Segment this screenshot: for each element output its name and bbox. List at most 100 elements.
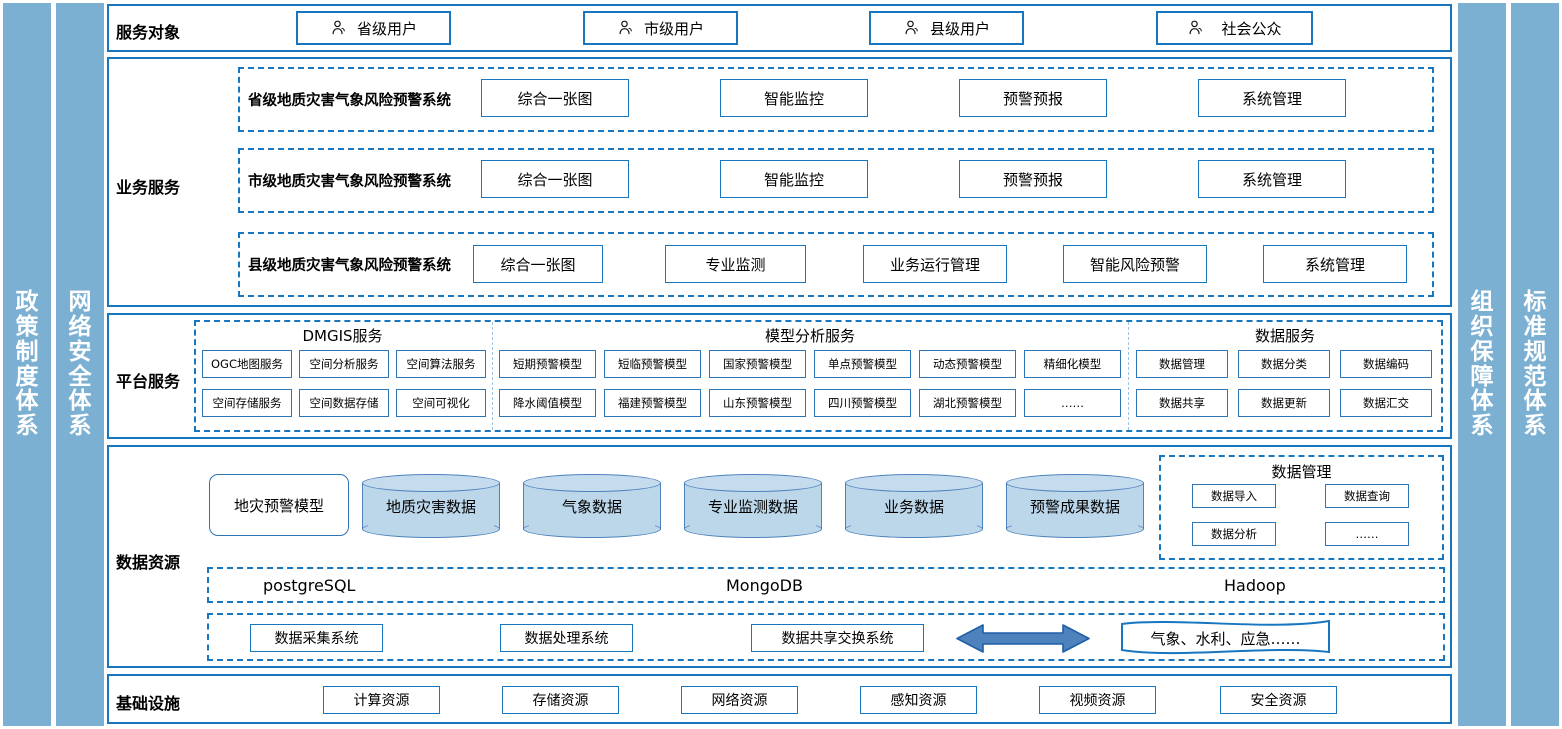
data-cylinder-warning-result-label: 预警成果数据 [1029, 497, 1120, 516]
service-object-provincial-label: 省级用户 [356, 19, 417, 38]
cylinder-top [362, 474, 500, 492]
platform-model-1[interactable]: 短临预警模型 [604, 350, 701, 378]
double-arrow-icon [955, 622, 1091, 655]
service-object-municipal-label: 市级用户 [643, 19, 704, 38]
business-row-county-system: 县级地质灾害气象风险预警系统 [243, 250, 471, 278]
sidebar-standard-spec-label: 标准规范体系 [1523, 289, 1547, 440]
data-management-import[interactable]: 数据导入 [1192, 484, 1276, 508]
business-module-provincial-0[interactable]: 综合一张图 [481, 79, 629, 117]
business-module-county-1[interactable]: 专业监测 [665, 245, 806, 283]
data-management-analysis[interactable]: 数据分析 [1192, 522, 1276, 546]
data-cylinder-monitoring[interactable]: 专业监测数据 [684, 474, 822, 538]
platform-dataservice-3[interactable]: 数据共享 [1136, 389, 1228, 417]
pipeline-processing-system[interactable]: 数据处理系统 [500, 624, 633, 652]
business-module-county-3[interactable]: 智能风险预警 [1063, 245, 1207, 283]
data-resource-model-box[interactable]: 地灾预警模型 [209, 474, 349, 536]
infrastructure-sensing[interactable]: 感知资源 [860, 686, 977, 714]
service-object-public[interactable]: 社会公众 [1156, 11, 1313, 45]
platform-dataservice-2[interactable]: 数据编码 [1340, 350, 1432, 378]
business-module-provincial-2[interactable]: 预警预报 [959, 79, 1107, 117]
infrastructure-network[interactable]: 网络资源 [681, 686, 798, 714]
service-object-public-label: 社会公众 [1221, 19, 1282, 38]
platform-dataservice-0[interactable]: 数据管理 [1136, 350, 1228, 378]
service-object-county[interactable]: 县级用户 [869, 11, 1024, 45]
person-icon [330, 19, 348, 37]
platform-dmgis-0[interactable]: OGC地图服务 [202, 350, 292, 378]
platform-model-5[interactable]: 精细化模型 [1024, 350, 1121, 378]
platform-dmgis-1[interactable]: 空间分析服务 [299, 350, 389, 378]
cylinder-bottom [1006, 520, 1144, 538]
platform-group-dmgis-title: DMGIS服务 [302, 327, 383, 345]
platform-model-7[interactable]: 福建预警模型 [604, 389, 701, 417]
platform-model-0[interactable]: 短期预警模型 [499, 350, 596, 378]
sidebar-standard-spec: 标准规范体系 [1511, 3, 1559, 726]
pipeline-collection-system[interactable]: 数据采集系统 [250, 624, 383, 652]
platform-dataservice-4[interactable]: 数据更新 [1238, 389, 1330, 417]
platform-model-2[interactable]: 国家预警模型 [709, 350, 806, 378]
business-module-municipal-1[interactable]: 智能监控 [720, 160, 868, 198]
business-module-provincial-3[interactable]: 系统管理 [1198, 79, 1346, 117]
platform-model-8[interactable]: 山东预警模型 [709, 389, 806, 417]
platform-groups-container [194, 320, 1443, 432]
business-module-municipal-0[interactable]: 综合一张图 [481, 160, 629, 198]
business-row-county [238, 232, 1434, 297]
data-cylinder-monitoring-label: 专业监测数据 [707, 497, 798, 516]
infrastructure-security[interactable]: 安全资源 [1220, 686, 1337, 714]
business-row-municipal [238, 148, 1434, 213]
platform-dmgis-3[interactable]: 空间存储服务 [202, 389, 292, 417]
business-module-county-2[interactable]: 业务运行管理 [863, 245, 1007, 283]
service-object-provincial[interactable]: 省级用户 [296, 11, 451, 45]
platform-dmgis-2[interactable]: 空间算法服务 [396, 350, 486, 378]
data-management-title: 数据管理 [1271, 463, 1332, 481]
business-module-county-0[interactable]: 综合一张图 [473, 245, 603, 283]
business-module-municipal-2[interactable]: 预警预报 [959, 160, 1107, 198]
data-cylinder-warning-result[interactable]: 预警成果数据 [1006, 474, 1144, 538]
platform-model-4[interactable]: 动态预警模型 [919, 350, 1016, 378]
cylinder-top [523, 474, 661, 492]
database-mongodb[interactable]: MongoDB [726, 576, 803, 595]
person-icon [617, 19, 635, 37]
business-row-provincial-system: 省级地质灾害气象风险预警系统 [243, 85, 473, 113]
platform-model-3[interactable]: 单点预警模型 [814, 350, 911, 378]
platform-dataservice-1[interactable]: 数据分类 [1238, 350, 1330, 378]
platform-dataservice-5[interactable]: 数据汇交 [1340, 389, 1432, 417]
platform-dmgis-5[interactable]: 空间可视化 [396, 389, 486, 417]
business-service-label: 业务服务 [116, 178, 181, 197]
external-systems-label: 气象、水利、应急…… [1150, 629, 1301, 648]
person-icon [1187, 19, 1205, 37]
platform-model-10[interactable]: 湖北预警模型 [919, 389, 1016, 417]
infrastructure-compute[interactable]: 计算资源 [323, 686, 440, 714]
business-module-municipal-3[interactable]: 系统管理 [1198, 160, 1346, 198]
data-cylinder-geohazard[interactable]: 地质灾害数据 [362, 474, 500, 538]
data-management-query[interactable]: 数据查询 [1325, 484, 1409, 508]
cylinder-bottom [845, 520, 983, 538]
cylinder-top [684, 474, 822, 492]
database-hadoop[interactable]: Hadoop [1224, 576, 1286, 595]
external-systems-box[interactable]: 气象、水利、应急…… [1118, 617, 1333, 659]
data-cylinder-meteorological[interactable]: 气象数据 [523, 474, 661, 538]
pipeline-exchange-system[interactable]: 数据共享交换系统 [751, 624, 924, 652]
platform-model-6[interactable]: 降水阈值模型 [499, 389, 596, 417]
cylinder-bottom [523, 520, 661, 538]
cylinder-top [1006, 474, 1144, 492]
infrastructure-storage[interactable]: 存储资源 [502, 686, 619, 714]
platform-model-9[interactable]: 四川预警模型 [814, 389, 911, 417]
cylinder-top [845, 474, 983, 492]
sidebar-organization-guarantee-label: 组织保障体系 [1470, 289, 1494, 440]
sidebar-organization-guarantee: 组织保障体系 [1458, 3, 1506, 726]
business-row-municipal-system: 市级地质灾害气象风险预警系统 [243, 166, 473, 194]
infrastructure-video[interactable]: 视频资源 [1039, 686, 1156, 714]
database-row [207, 567, 1445, 603]
platform-model-11[interactable]: …… [1024, 389, 1121, 417]
data-management-more[interactable]: …… [1325, 522, 1409, 546]
platform-dmgis-4[interactable]: 空间数据存储 [299, 389, 389, 417]
platform-group-model-title: 模型分析服务 [764, 327, 855, 345]
sidebar-network-security: 网络安全体系 [56, 3, 104, 726]
business-module-county-4[interactable]: 系统管理 [1263, 245, 1407, 283]
data-cylinder-business[interactable]: 业务数据 [845, 474, 983, 538]
service-object-municipal[interactable]: 市级用户 [583, 11, 738, 45]
database-postgresql[interactable]: postgreSQL [263, 576, 356, 595]
sidebar-network-security-label: 网络安全体系 [68, 289, 92, 440]
business-module-provincial-1[interactable]: 智能监控 [720, 79, 868, 117]
